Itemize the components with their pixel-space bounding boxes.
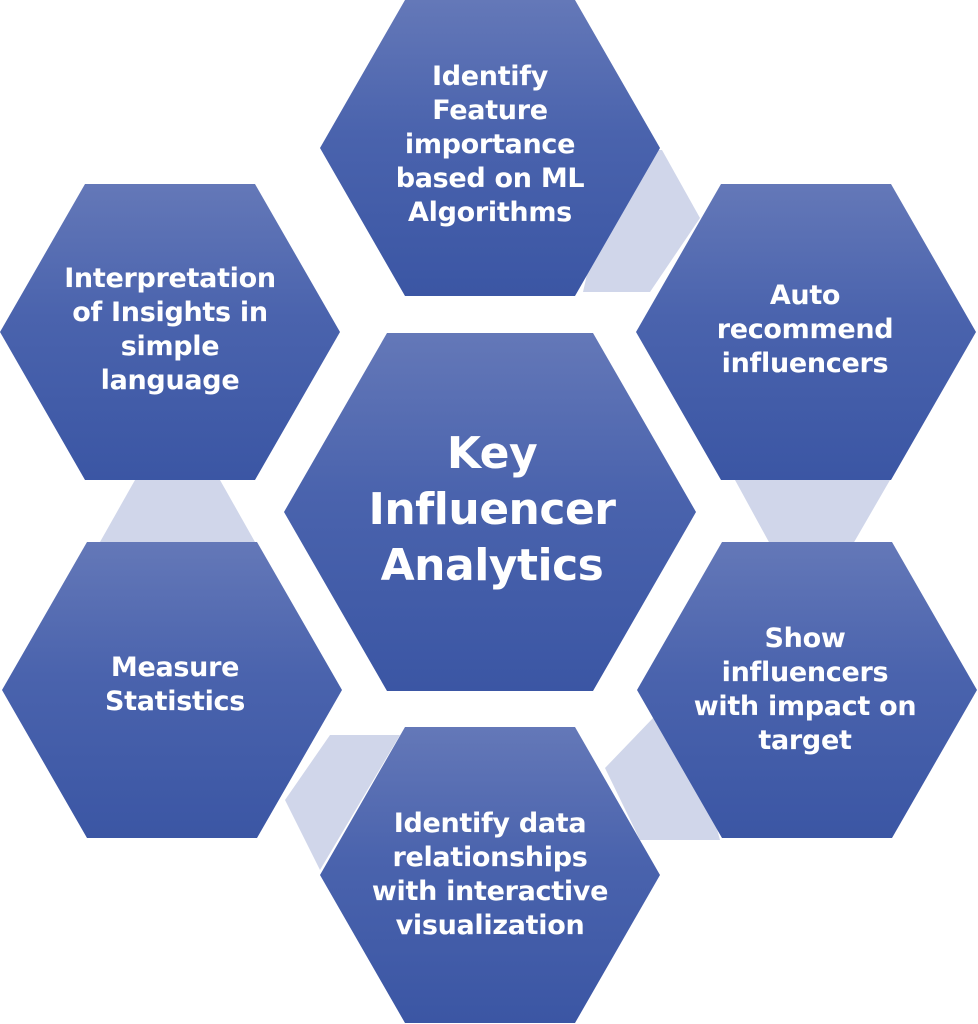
connector-bottom-lower-left [285, 735, 400, 870]
hexagon-lower-right [637, 542, 977, 838]
hexagon-upper-right [636, 184, 976, 480]
node-label-lower-right: Show influencers with impact on target [693, 623, 917, 756]
connector-lower-right-bottom [605, 690, 720, 840]
hexagon-bottom [320, 727, 660, 1023]
node-label-lower-left: Measure Statistics [104, 652, 246, 717]
connector-lower-left-upper-left [100, 480, 255, 542]
hexagon-center [284, 333, 696, 691]
hexagon-lower-left [2, 542, 342, 838]
connector-upper-right-lower-right [735, 480, 890, 544]
hexagon-upper-left [0, 184, 340, 480]
node-label-upper-left: Interpretation of Insights in simple lan… [64, 263, 276, 396]
hexagon-top [320, 0, 660, 296]
node-label-bottom: Identify data relationships with interac… [371, 808, 609, 941]
center-label: Key Influencer Analytics [368, 428, 616, 591]
node-label-upper-right: Auto recommend influencers [716, 280, 894, 379]
node-label-top: Identify Feature importance based on ML … [395, 61, 585, 228]
connectors [100, 150, 890, 870]
